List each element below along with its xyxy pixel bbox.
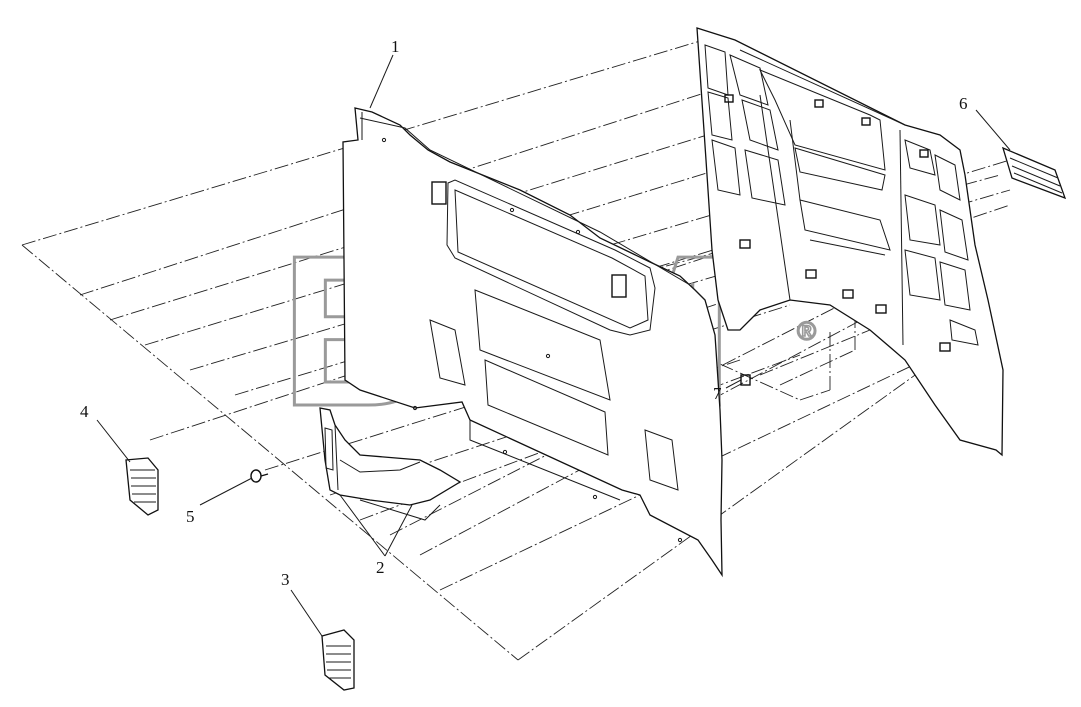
callout-2: 2	[376, 558, 385, 577]
callout-6: 6	[959, 94, 968, 113]
callout-1: 1	[391, 37, 400, 56]
callout-3: 3	[281, 570, 290, 589]
vent-grille-3	[321, 629, 355, 691]
watermark-registered-mark: ®	[797, 316, 816, 346]
callout-5: 5	[186, 507, 195, 526]
callout-7: 7	[713, 384, 722, 403]
callout-leaders	[96, 54, 1011, 637]
vent-grille-4	[125, 457, 159, 516]
fastener-5	[250, 469, 269, 483]
lower-bracket	[319, 407, 462, 521]
vent-grille-right	[1001, 146, 1067, 200]
rear-trim-panel	[342, 107, 723, 578]
callout-4: 4	[80, 402, 89, 421]
callout-labels: 1 2 3 4 5 6 7	[80, 37, 968, 589]
cab-rear-frame	[696, 27, 1004, 457]
